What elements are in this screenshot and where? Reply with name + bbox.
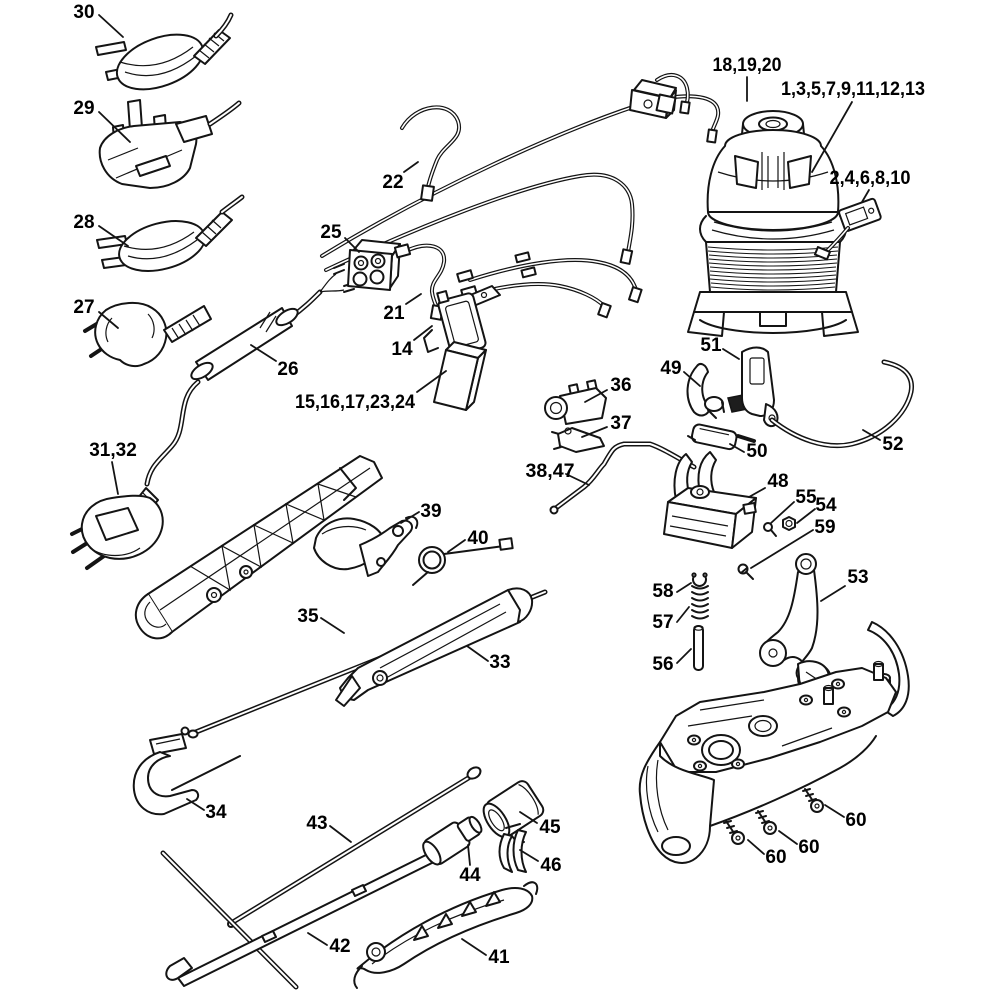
actuator-rod-35 [180,592,546,739]
handle-molding-41 [353,881,539,989]
connecting-bar-42 [163,847,447,987]
connector-block-25 [347,239,401,291]
spade-terminal [514,251,531,264]
callout-36: 36 [610,375,631,396]
callout-38-47: 38,47 [526,461,575,482]
callout-35: 35 [297,606,319,627]
clip-46 [498,823,527,873]
spade-terminal [597,301,612,319]
brush-holder-assembly-18-19-20 [629,72,691,119]
callout-52: 52 [882,434,903,455]
callout-49: 49 [660,358,681,379]
callout-2-4-6-8-10: 2,4,6,8,10 [830,168,911,189]
callout-44: 44 [459,865,481,886]
wiring-harness [320,94,721,319]
callout-60-c: 60 [765,847,786,868]
spade-terminal [706,128,718,144]
lever-50 [687,423,756,451]
callout-34: 34 [205,802,227,823]
electric-motor [687,110,859,337]
callout-29: 29 [73,98,94,119]
callout-53: 53 [847,567,868,588]
callout-21: 21 [383,303,405,324]
screw-60-b [755,810,777,835]
switch-rod-38-47 [549,444,695,515]
interlock-lever-49 [686,363,725,419]
callout-57: 57 [652,612,673,633]
gear-housing [638,660,897,864]
callout-48: 48 [767,471,788,492]
callout-39: 39 [420,501,441,522]
lever-37 [551,427,605,453]
plug-euro-2pin-28 [96,197,242,272]
callout-46: 46 [540,855,561,876]
carbon-brush-2-4-6-8-10 [813,197,882,261]
callout-59: 59 [814,517,835,538]
callout-14: 14 [391,339,413,360]
callout-56: 56 [652,654,673,675]
callout-30: 30 [73,2,94,23]
channel-bar-33 [335,587,534,707]
housing-post [823,660,884,705]
pin-55 [763,522,777,537]
trigger-51 [727,346,779,428]
callout-37: 37 [610,413,631,434]
callout-22: 22 [382,172,403,193]
switch-housing-48 [663,451,757,549]
leader-lines [98,14,881,956]
callout-43: 43 [306,813,327,834]
plug-schuko-27 [83,302,212,368]
callout-18-19-20: 18,19,20 [713,55,782,76]
plug-uk-3pin-29 [98,99,239,189]
coupler-tube-44 [422,815,483,866]
cord-sleeve-26 [147,263,355,484]
callout-40: 40 [467,528,488,549]
callout-28: 28 [73,212,94,233]
spring-57 [691,585,709,620]
plug-euro-2pin-30 [95,15,231,91]
callout-60-a: 60 [845,810,866,831]
sleeve-45 [482,780,545,844]
callout-33: 33 [489,652,510,673]
capacitor-15-16-17-23-24 [433,341,487,411]
callout-1-3-5-7-9-11-12-13: 1,3,5,7,9,11,12,13 [781,79,925,100]
handle-rail [134,455,383,640]
callout-15-16-17-23-24: 15,16,17,23,24 [295,392,415,413]
callout-25: 25 [320,222,342,243]
callout-54: 54 [815,495,837,516]
clamp-hook-34 [132,733,241,816]
spade-terminal [619,248,634,265]
screw-59 [737,563,754,580]
spade-terminal [520,266,537,279]
plug-au-31-32 [70,487,164,570]
callout-45: 45 [539,817,561,838]
nut-54 [782,516,796,531]
clamp-36 [544,379,607,425]
pin-56 [693,625,704,671]
spade-terminal [628,286,643,304]
callout-labels: 30 29 28 27 31,32 26 22 25 21 14 15,16,1… [73,2,925,968]
callout-51: 51 [700,335,722,356]
callout-60-b: 60 [798,837,819,858]
callout-42: 42 [329,936,350,957]
torsion-spring-40 [412,537,514,586]
callout-58: 58 [652,581,673,602]
callout-55: 55 [795,487,817,508]
screw-60-c [723,820,745,845]
wire-22 [400,105,462,202]
callout-50: 50 [746,441,767,462]
callout-26: 26 [277,359,298,380]
callout-31-32: 31,32 [89,440,137,461]
callout-27: 27 [73,297,94,318]
callout-41: 41 [488,947,510,968]
circlip-58 [691,572,708,587]
cover-lever-39 [313,515,419,577]
bell-crank-lever-53 [759,553,832,694]
screw-60-a [802,788,824,813]
spade-terminal [456,269,474,283]
